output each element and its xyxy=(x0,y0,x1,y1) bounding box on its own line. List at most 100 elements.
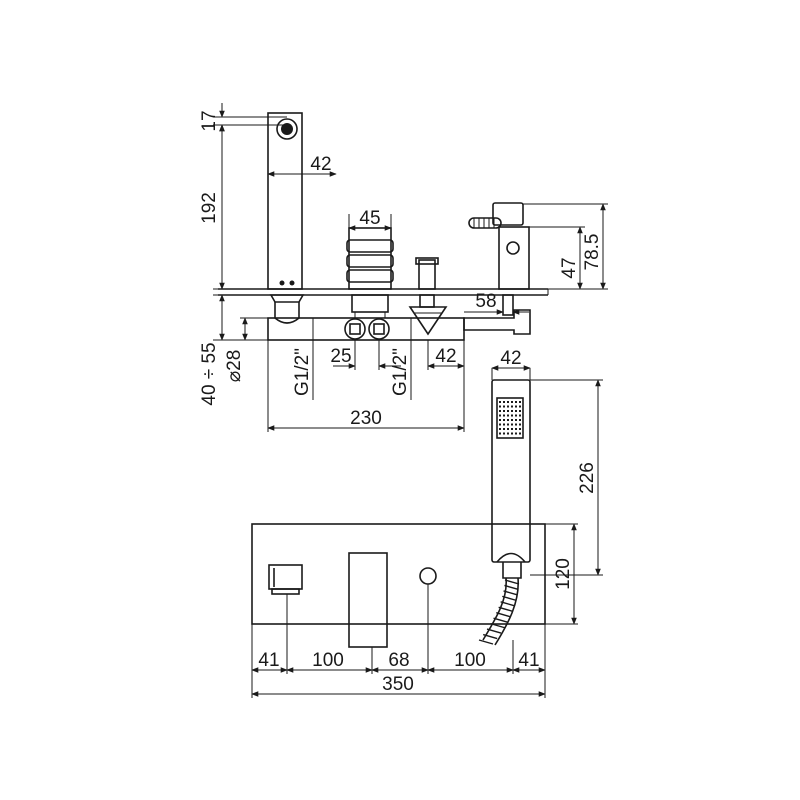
nozzle xyxy=(503,414,505,417)
dim-holder-height: 78.5 xyxy=(582,234,603,271)
handshower-holder-side xyxy=(463,202,531,335)
nozzle xyxy=(507,414,509,417)
nozzle xyxy=(499,432,501,435)
nozzle xyxy=(519,401,521,403)
dim-spacing-41-left: 41 xyxy=(258,650,279,671)
nozzle xyxy=(503,401,505,403)
hose-ring xyxy=(504,579,520,585)
under-deck-pipe xyxy=(267,317,465,341)
nozzle xyxy=(499,414,501,417)
nozzle xyxy=(507,419,509,421)
nozzle xyxy=(519,410,521,412)
nozzle xyxy=(515,423,517,426)
nozzle xyxy=(503,428,505,430)
hose-ring xyxy=(500,601,515,607)
hose-ring xyxy=(478,639,494,645)
dim-deck-thickness: 40 ÷ 55 xyxy=(199,342,220,405)
nozzle xyxy=(515,401,517,403)
nozzle xyxy=(519,414,521,417)
dim-handshower-width: 42 xyxy=(500,348,521,369)
hose-ring xyxy=(503,590,518,596)
nozzle xyxy=(511,405,513,408)
nozzle xyxy=(511,410,513,412)
nozzle xyxy=(507,432,509,435)
hose-ring xyxy=(498,606,513,612)
nozzle xyxy=(507,401,509,403)
nozzle xyxy=(511,428,513,430)
hose-ring xyxy=(504,584,519,591)
nozzle xyxy=(515,428,517,430)
nozzle xyxy=(519,405,521,408)
nozzle xyxy=(511,401,513,403)
nozzle xyxy=(507,405,509,408)
nozzle xyxy=(499,428,501,430)
diverter xyxy=(408,257,448,336)
dim-holder-offset: 47 xyxy=(559,257,580,278)
dim-spacing-100-right: 100 xyxy=(454,650,486,671)
dim-spout-height: 192 xyxy=(199,192,220,224)
dim-total-length: 350 xyxy=(382,674,414,695)
mixer-cartridge xyxy=(346,227,394,318)
shower-hose xyxy=(478,577,520,646)
diverter-knob-top xyxy=(419,567,437,585)
dim-spout-top: 17 xyxy=(199,110,220,131)
hand-shower xyxy=(491,365,603,579)
nozzle xyxy=(515,405,517,408)
dim-total-depth: 230 xyxy=(350,408,382,429)
spout xyxy=(267,112,305,324)
nozzle xyxy=(511,423,513,426)
nozzle xyxy=(499,410,501,412)
dim-spacing-41-right: 41 xyxy=(518,650,539,671)
nozzle xyxy=(519,432,521,435)
dim-diverter-offset: 58 xyxy=(475,291,496,312)
hose-ring xyxy=(486,628,502,634)
nozzle xyxy=(503,423,505,426)
nozzle xyxy=(499,423,501,426)
nozzle xyxy=(515,432,517,435)
dim-spacing-68: 68 xyxy=(388,650,409,671)
top-view xyxy=(251,523,578,698)
dim-spacing-100-left: 100 xyxy=(312,650,344,671)
dim-diverter-width: 42 xyxy=(435,346,456,367)
nozzle xyxy=(519,419,521,421)
nozzle xyxy=(511,432,513,435)
nozzle xyxy=(511,414,513,417)
dim-mixer-width: 45 xyxy=(359,208,380,229)
hose-ring xyxy=(482,633,498,640)
dimension-labels: 17 42 192 45 78.5 47 58 40 ÷ 55 ⌀28 G1/2… xyxy=(199,110,603,695)
dim-hole-diameter: ⌀28 xyxy=(224,350,245,383)
hose-ring xyxy=(502,595,517,602)
dim-inlet-left: G1/2" xyxy=(292,348,313,396)
mixer-handle-top xyxy=(348,552,388,648)
nozzle-grid xyxy=(499,401,521,435)
nozzle xyxy=(507,423,509,426)
dimension-lines-side xyxy=(213,103,608,432)
nozzle xyxy=(503,419,505,421)
dim-spout-width: 42 xyxy=(310,154,331,175)
deck-plate xyxy=(218,288,549,296)
nozzle xyxy=(499,401,501,403)
nozzle xyxy=(519,428,521,430)
nozzle xyxy=(515,414,517,417)
nozzle xyxy=(499,419,501,421)
nozzle xyxy=(515,419,517,421)
nozzle xyxy=(507,428,509,430)
side-view xyxy=(213,103,608,432)
nozzle xyxy=(503,410,505,412)
dim-handshower-length: 226 xyxy=(577,462,598,494)
spout-outlet-top xyxy=(268,564,303,595)
nozzle xyxy=(503,432,505,435)
dim-inlet-spacing: 25 xyxy=(330,346,351,367)
hose-ring xyxy=(493,617,508,623)
hose-ring xyxy=(496,612,511,618)
hose-rings xyxy=(478,579,520,645)
nozzle xyxy=(503,405,505,408)
nozzle xyxy=(499,405,501,408)
dim-plate-depth: 120 xyxy=(553,558,574,590)
nozzle xyxy=(515,410,517,412)
nozzle xyxy=(507,410,509,412)
dim-inlet-right: G1/2" xyxy=(390,348,411,396)
nozzle xyxy=(511,419,513,421)
dimension-lines-top xyxy=(251,584,546,698)
nozzle xyxy=(519,423,521,426)
